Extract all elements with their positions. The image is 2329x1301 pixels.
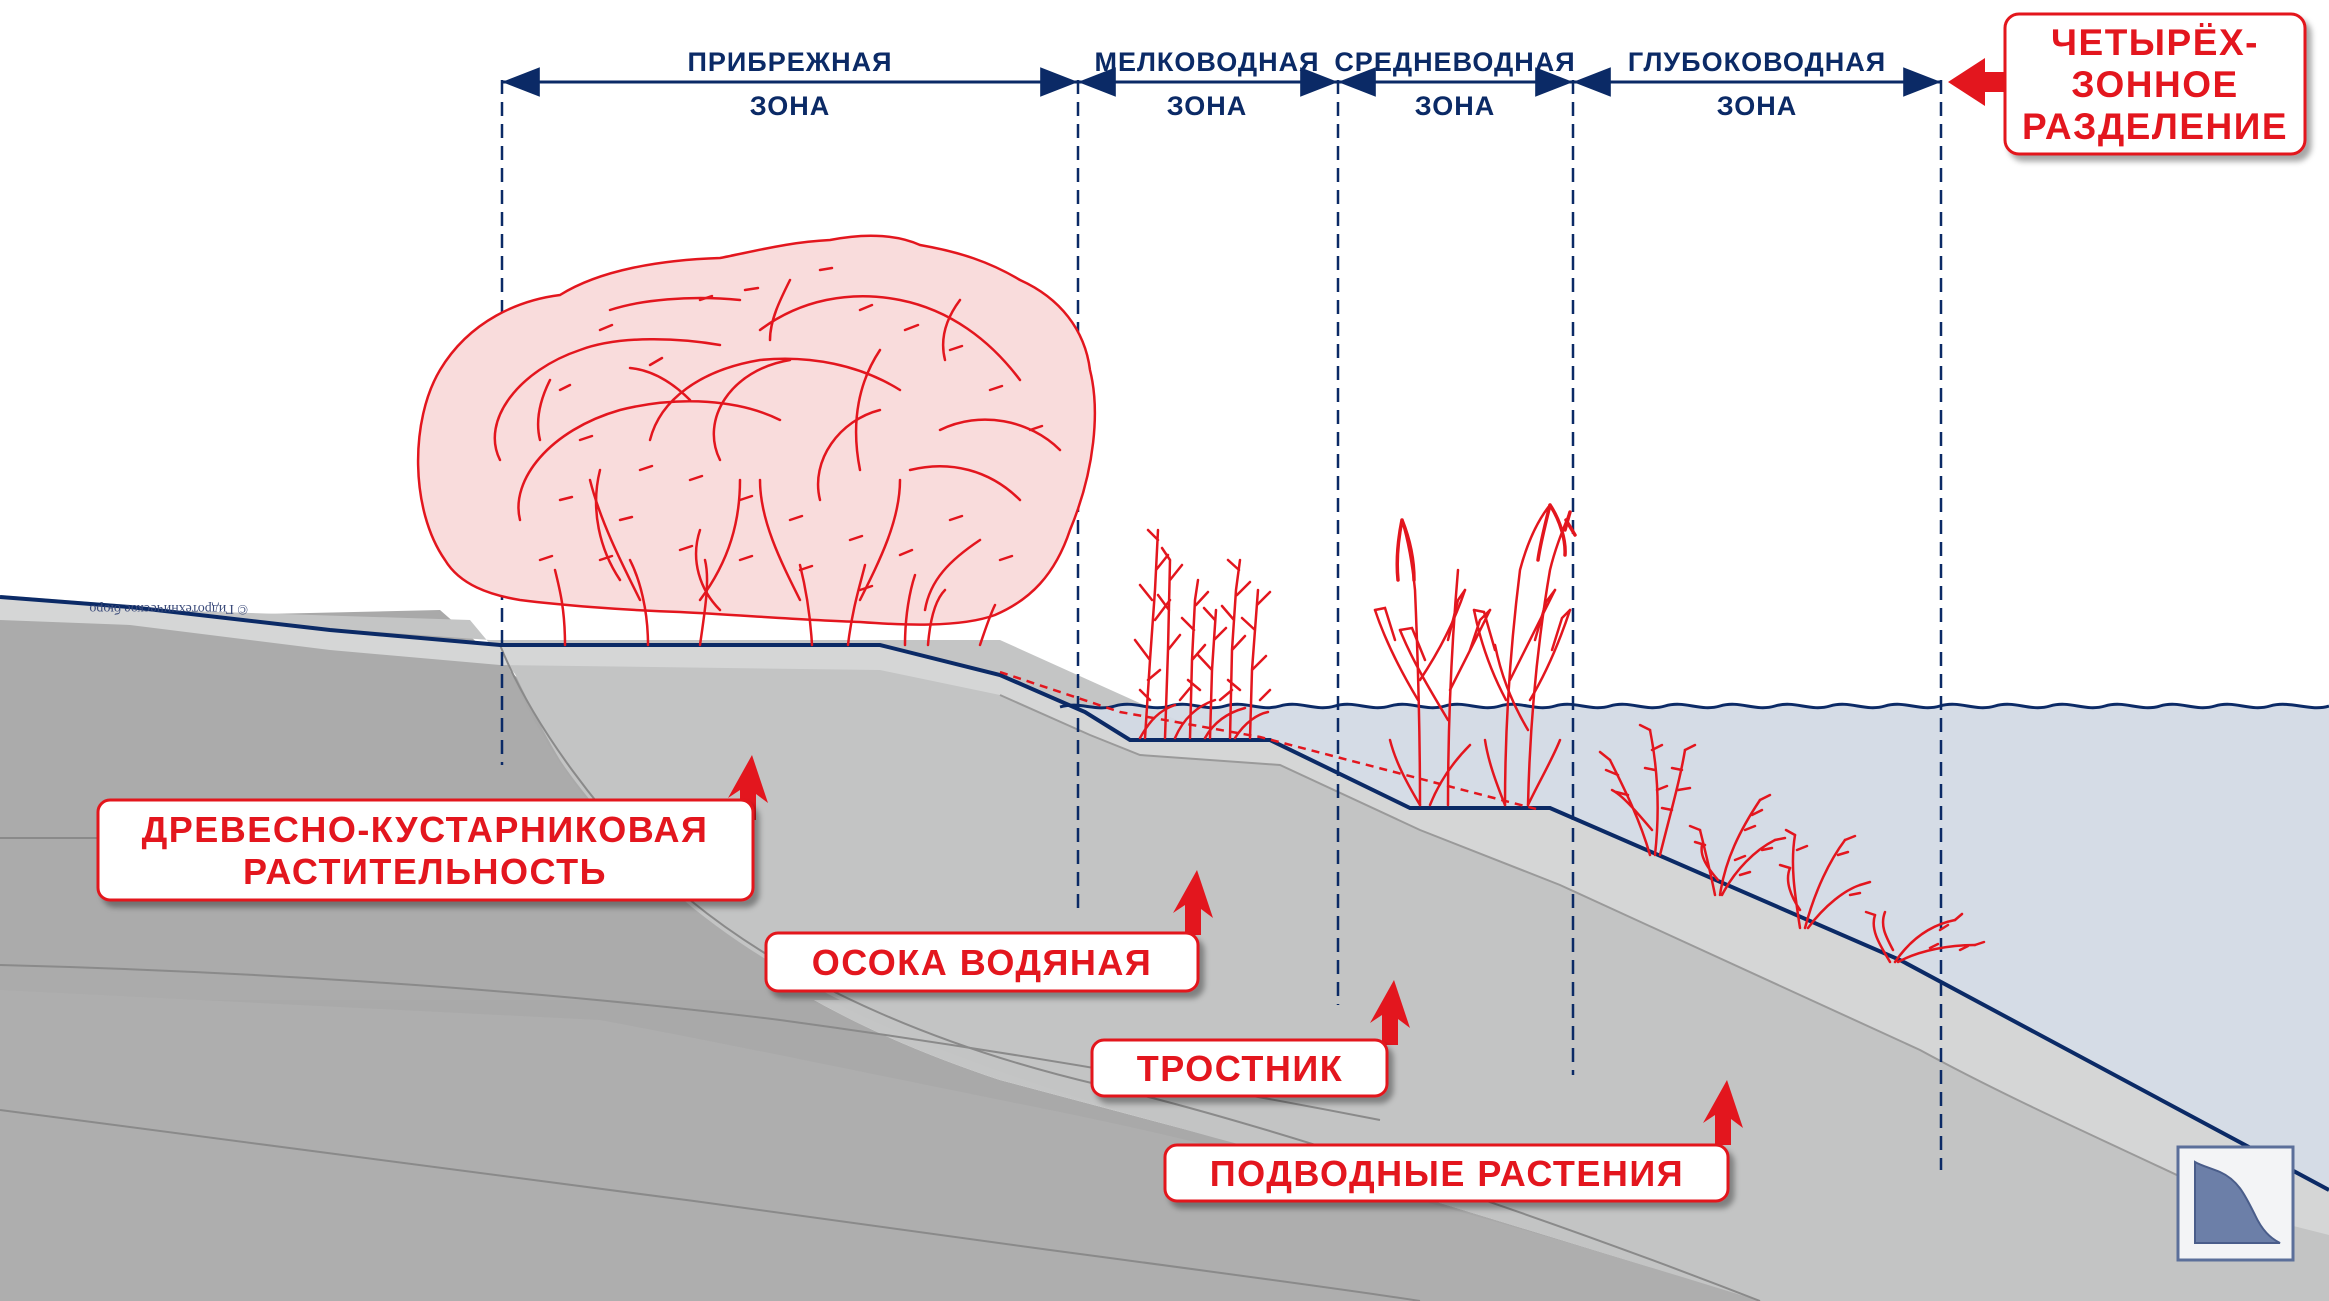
zone-labels: ПРИБРЕЖНАЯ ЗОНА МЕЛКОВОДНАЯ ЗОНА СРЕДНЕВ… (687, 47, 1886, 121)
sedge-label-text: ОСОКА ВОДЯНАЯ (812, 942, 1153, 983)
woody-label: ДРЕВЕСНО-КУСТАРНИКОВАЯ РАСТИТЕЛЬНОСТЬ (98, 800, 753, 900)
division-line2: ЗОННОЕ (2071, 64, 2238, 105)
zone-3-line1: СРЕДНЕВОДНАЯ (1334, 47, 1575, 77)
division-callout: ЧЕТЫРЁХ- ЗОННОЕ РАЗДЕЛЕНИЕ (1948, 14, 2305, 154)
zone-4-line2: ЗОНА (1717, 91, 1798, 121)
woody-label-line2: РАСТИТЕЛЬНОСТЬ (243, 851, 607, 892)
logo-icon (2178, 1147, 2293, 1260)
division-line3: РАЗДЕЛЕНИЕ (2022, 106, 2288, 147)
watermark: © Гидротехническое бюро (89, 601, 248, 616)
division-arrow (1948, 58, 2010, 106)
zone-1-line1: ПРИБРЕЖНАЯ (687, 47, 892, 77)
zone-2-line1: МЕЛКОВОДНАЯ (1094, 47, 1319, 77)
reed-label-text: ТРОСТНИК (1137, 1048, 1343, 1089)
reed-label: ТРОСТНИК (1092, 1040, 1387, 1096)
zone-2-line2: ЗОНА (1167, 91, 1248, 121)
woody-label-line1: ДРЕВЕСНО-КУСТАРНИКОВАЯ (142, 809, 709, 850)
zone-3-line2: ЗОНА (1415, 91, 1496, 121)
tree-shrub-illustration (418, 236, 1095, 645)
division-line1: ЧЕТЫРЁХ- (2051, 22, 2259, 63)
submerged-label: ПОДВОДНЫЕ РАСТЕНИЯ (1165, 1145, 1728, 1201)
sedge-label: ОСОКА ВОДЯНАЯ (766, 933, 1198, 991)
shrub-canopy (418, 236, 1095, 625)
zone-1-line2: ЗОНА (750, 91, 831, 121)
submerged-label-text: ПОДВОДНЫЕ РАСТЕНИЯ (1210, 1153, 1684, 1194)
zone-4-line1: ГЛУБОКОВОДНАЯ (1628, 47, 1886, 77)
